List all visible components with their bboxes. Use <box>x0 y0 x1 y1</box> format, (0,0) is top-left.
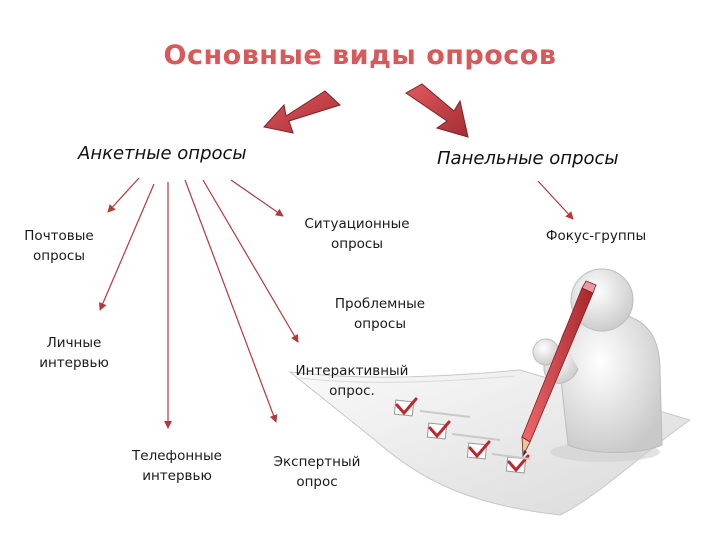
big-arrow-left <box>264 91 340 133</box>
questionnaire-connectors <box>100 178 298 428</box>
connector-expert <box>185 180 276 422</box>
big-arrow-right <box>406 84 468 137</box>
connector-focus <box>538 181 573 219</box>
connector-problem <box>203 180 298 342</box>
connector-situational <box>231 180 283 216</box>
connector-postal <box>108 178 139 212</box>
item-focus-groups: Фокус-группы <box>534 226 658 246</box>
connector-personal <box>100 184 154 310</box>
